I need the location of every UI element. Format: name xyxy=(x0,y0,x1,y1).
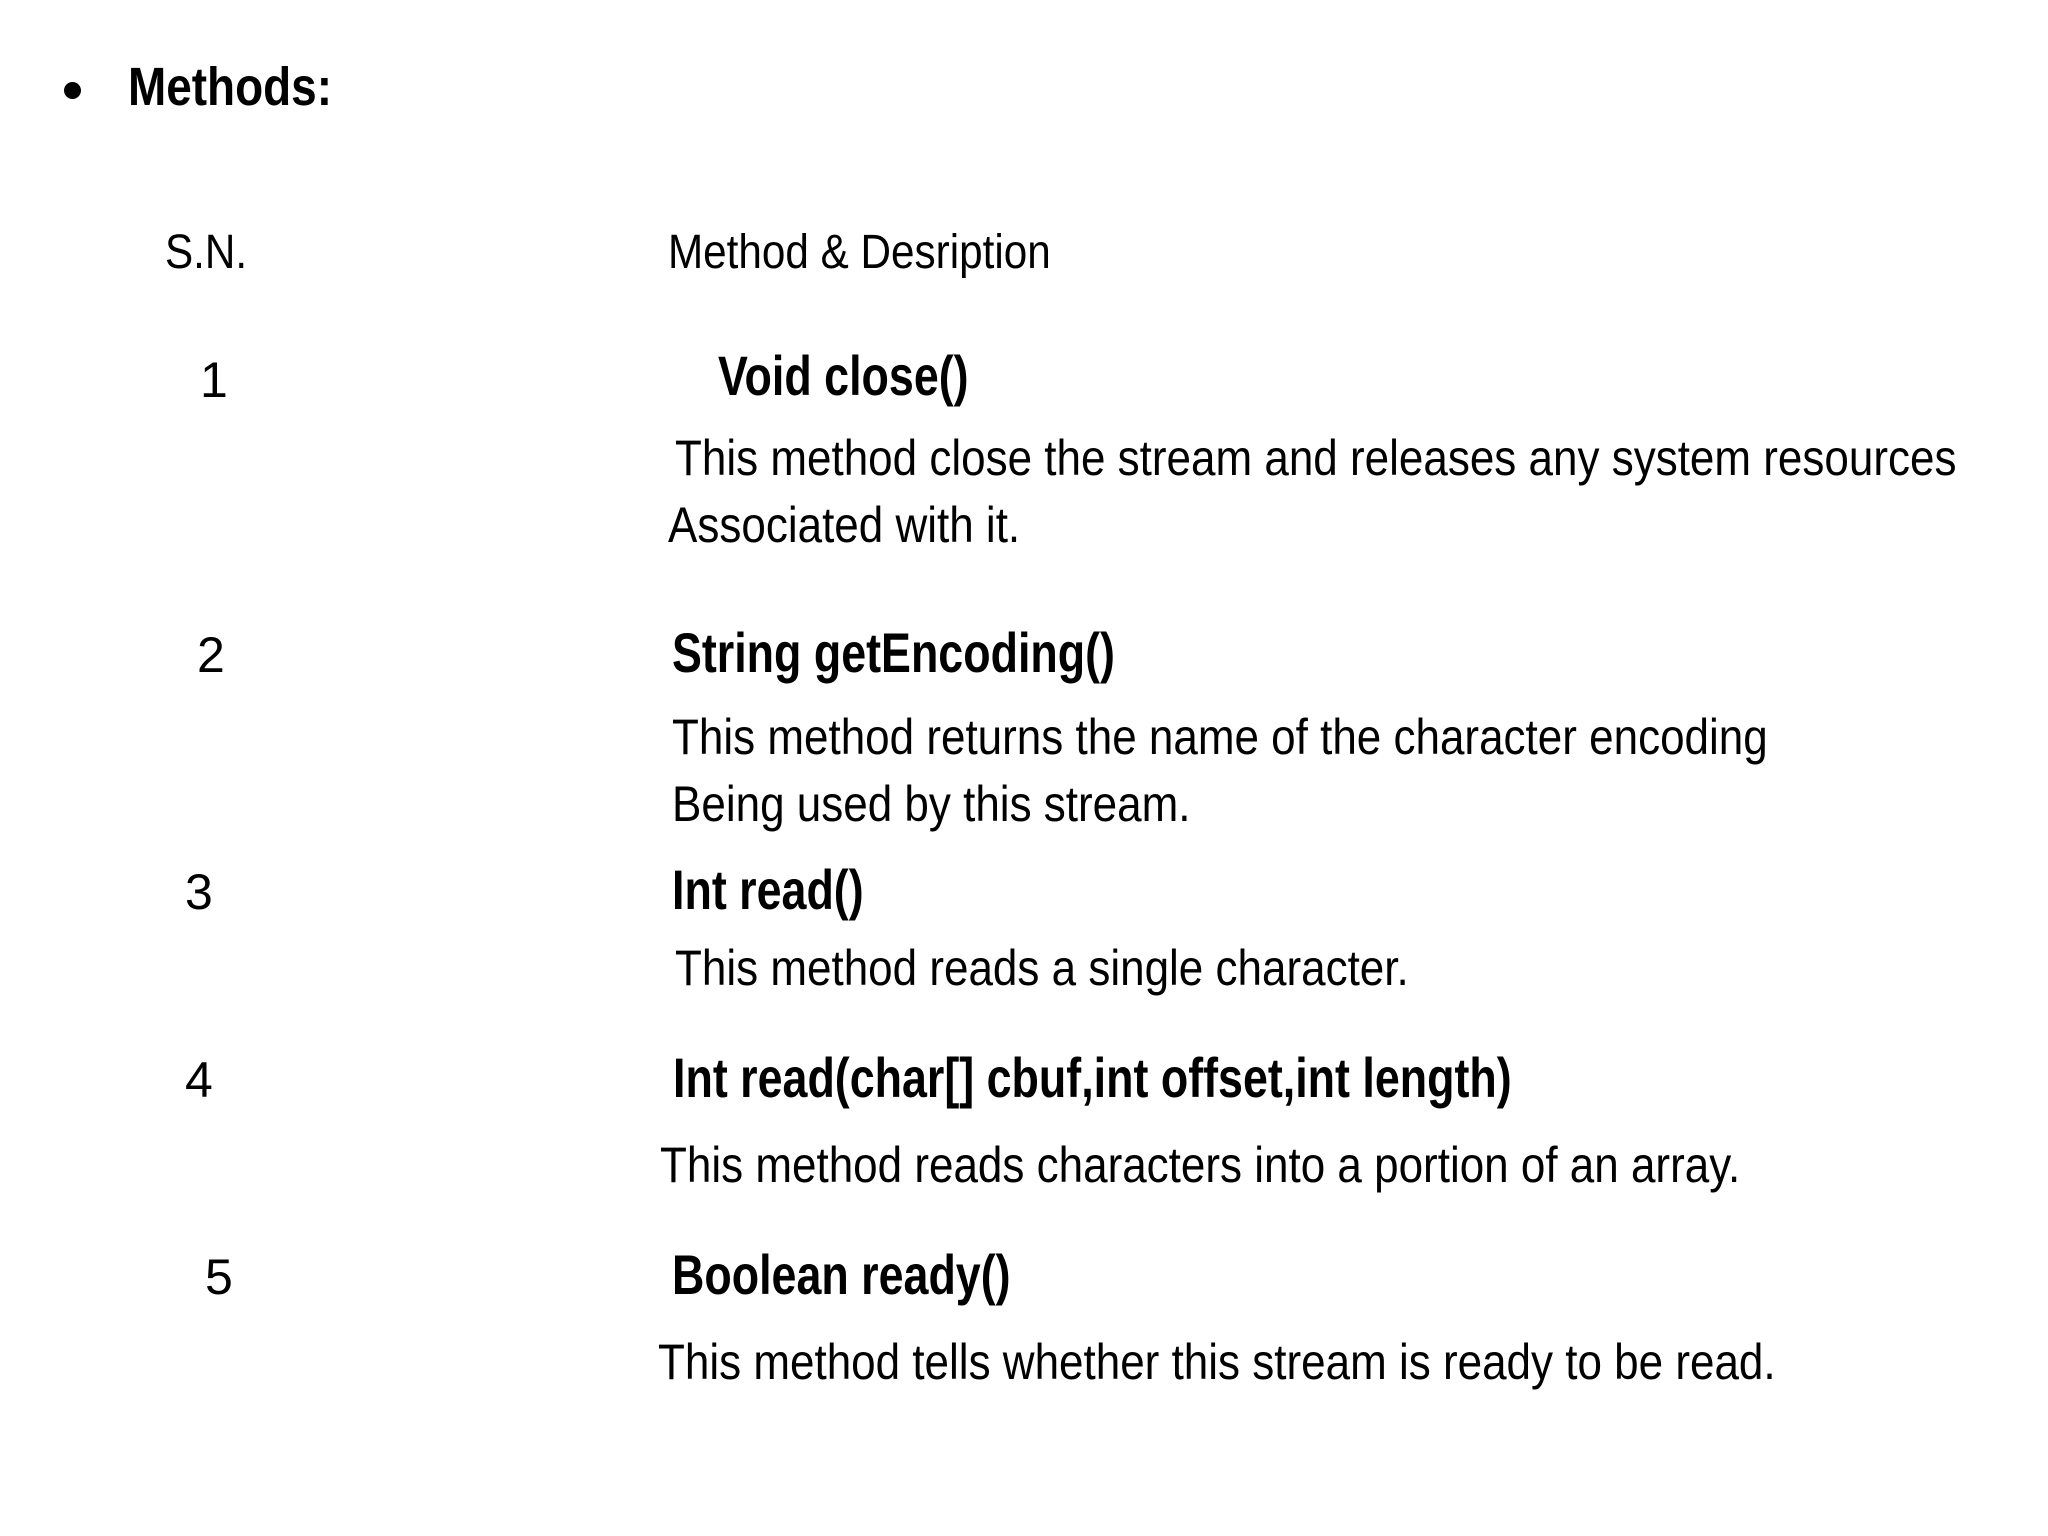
method-description-line: This method returns the name of the char… xyxy=(672,709,1768,765)
method-signature: Boolean ready() xyxy=(672,1243,1011,1306)
method-description-line: This method tells whether this stream is… xyxy=(658,1334,1776,1390)
method-description: This method reads characters into a port… xyxy=(660,1140,1887,1190)
method-signature-line: Int read(char[] cbuf,int offset,int leng… xyxy=(673,1050,1721,1106)
method-description: This method close the stream and release… xyxy=(675,433,2048,483)
column-header-sn-text: S.N. xyxy=(165,226,248,279)
row-serial-number: 2 xyxy=(197,627,225,683)
column-header-method-description: Method & Desription xyxy=(668,229,1103,277)
method-signature: String getEncoding() xyxy=(672,621,1115,684)
bullet-icon xyxy=(64,82,81,99)
row-serial-number: 3 xyxy=(185,864,213,920)
page-title: Methods: xyxy=(128,60,368,114)
method-description: This method tells whether this stream is… xyxy=(658,1337,1928,1387)
method-description: This method returns the name of the char… xyxy=(672,712,1917,762)
column-header-method-description-text: Method & Desription xyxy=(668,226,1051,279)
method-signature-line: String getEncoding() xyxy=(672,625,1226,681)
method-description-line: This method reads a single character. xyxy=(675,940,1409,996)
method-description-line: Being used by this stream. xyxy=(672,776,1191,832)
method-description: Being used by this stream. xyxy=(672,779,1261,829)
row-serial-number: 5 xyxy=(205,1249,233,1305)
row-serial-number: 4 xyxy=(185,1052,213,1108)
method-signature: Int read(char[] cbuf,int offset,int leng… xyxy=(673,1046,1512,1109)
method-signature-line: Boolean ready() xyxy=(672,1247,1095,1303)
method-description-line: This method reads characters into a port… xyxy=(660,1137,1741,1193)
method-description: This method reads a single character. xyxy=(675,943,1509,993)
method-signature-line: Void close() xyxy=(718,348,1031,404)
method-description-line: This method close the stream and release… xyxy=(675,430,1957,486)
method-signature: Int read() xyxy=(672,858,864,921)
method-description-line: Associated with it. xyxy=(668,497,1021,553)
page-title-text: Methods: xyxy=(128,57,332,117)
column-header-sn: S.N. xyxy=(165,229,258,277)
method-description: Associated with it. xyxy=(668,500,1068,550)
method-signature-line: Int read() xyxy=(672,862,912,918)
row-serial-number: 1 xyxy=(200,352,228,408)
method-signature: Void close() xyxy=(718,344,969,407)
